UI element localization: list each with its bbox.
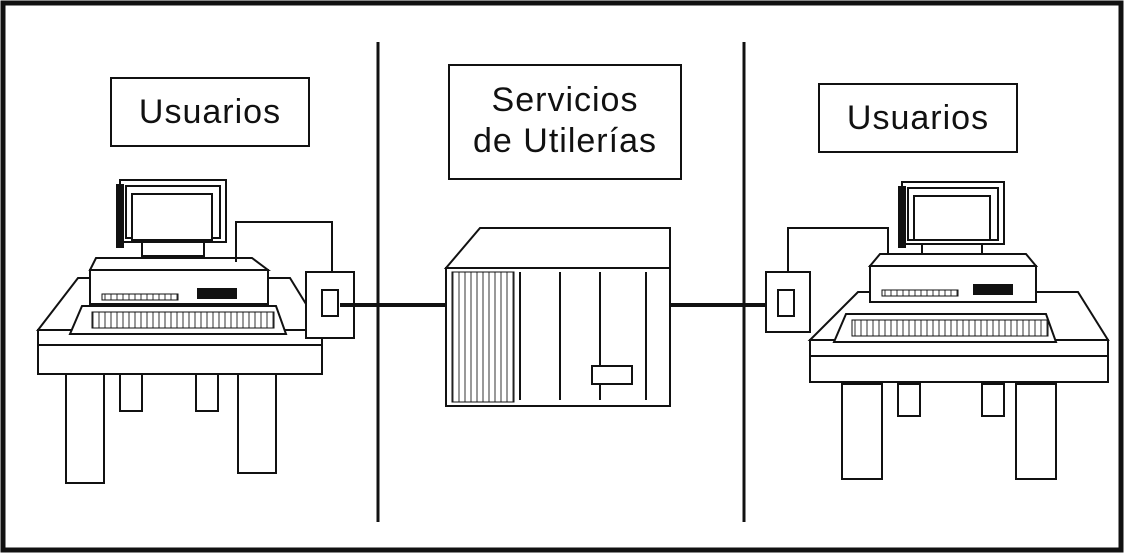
server-cabinet-icon bbox=[443, 227, 671, 407]
wall-jack-icon bbox=[765, 271, 811, 333]
utility-services-label: Servicios de Utilerías bbox=[448, 64, 682, 180]
computer-workstation-icon bbox=[35, 179, 324, 484]
users-label-left: Usuarios bbox=[110, 77, 310, 147]
computer-workstation-icon bbox=[807, 181, 1110, 480]
users-label-right: Usuarios bbox=[818, 83, 1018, 153]
utility-services-label-line2: de Utilerías bbox=[473, 122, 657, 160]
utility-services-label-line1: Servicios bbox=[491, 81, 639, 119]
left-cable bbox=[235, 221, 333, 272]
right-cable bbox=[787, 227, 889, 272]
